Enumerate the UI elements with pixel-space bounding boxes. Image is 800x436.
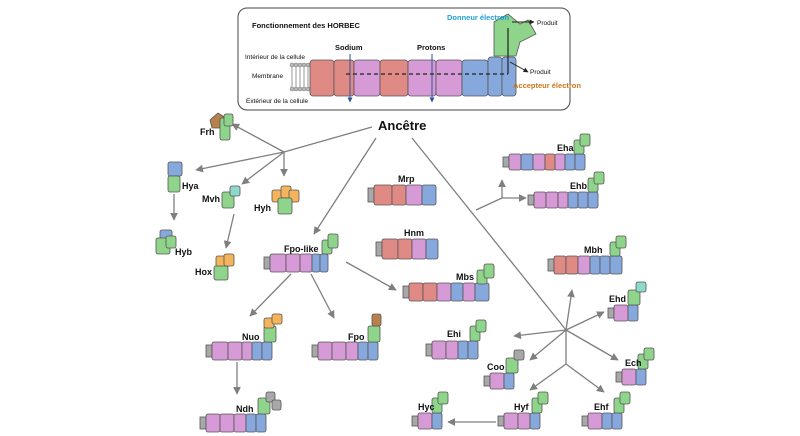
label-hox: Hox [195, 267, 212, 277]
lipid-bilayer-icon [289, 62, 311, 92]
inset-title: Fonctionnement des HORBEC [252, 21, 361, 30]
inset-protons-label: Protons [417, 43, 445, 52]
label-hyc: Hyc [418, 402, 435, 412]
complex-ehd: Ehd [607, 281, 647, 322]
inset-outside-label: Extérieur de la cellule [246, 98, 309, 105]
label-ehb: Ehb [570, 181, 588, 191]
label-hnm: Hnm [404, 228, 424, 238]
label-ehi: Ehi [447, 329, 461, 339]
label-hyb: Hyb [175, 247, 193, 257]
complex-hyb: Hyb [155, 229, 193, 257]
complex-hyf: Hyf [497, 391, 549, 430]
label-eha: Eha [557, 143, 575, 153]
complex-hya: Hya [167, 161, 200, 193]
complex-fpolike: Fpo-like [263, 233, 339, 273]
inset-sodium-label: Sodium [335, 43, 363, 52]
label-ech: Ech [625, 358, 642, 368]
complex-eha: Eha [502, 133, 591, 171]
complex-mbs: Mbs [402, 263, 495, 302]
inset-membrane-complex [309, 13, 537, 97]
donor-label: Donneur électron [447, 13, 510, 22]
label-hyf: Hyf [514, 402, 530, 412]
product-top-label: Produit [537, 20, 558, 27]
label-ehf: Ehf [594, 402, 610, 412]
acceptor-label: Accepteur électron [513, 81, 581, 90]
label-coo: Coo [487, 362, 505, 372]
inset-inside-label: Intérieur de la cellule [245, 54, 305, 61]
complex-hnm: Hnm [375, 228, 439, 260]
inset-membrane-label: Membrane [252, 73, 283, 80]
label-hya: Hya [182, 181, 200, 191]
complex-ehi: Ehi [425, 319, 487, 360]
label-ndh: Ndh [236, 404, 254, 414]
complex-fpo: Fpo [311, 313, 382, 361]
label-frh: Frh [200, 127, 215, 137]
complex-hox: Hox [195, 253, 235, 281]
complex-nuo: Nuo [205, 313, 283, 361]
complex-hyc: Hyc [411, 391, 449, 430]
complex-ech: Ech [615, 347, 655, 386]
label-fpolike: Fpo-like [284, 244, 319, 254]
complex-frh: Frh [200, 112, 234, 141]
label-ehd: Ehd [609, 294, 626, 304]
complex-coo: Coo [483, 349, 525, 390]
label-mvh: Mvh [202, 194, 220, 204]
complex-hyh: Hyh [254, 185, 300, 215]
tree-branches [170, 123, 619, 426]
label-nuo: Nuo [242, 332, 260, 342]
label-hyh: Hyh [254, 203, 271, 213]
label-mbh: Mbh [584, 245, 603, 255]
complex-mbh: Mbh [547, 235, 627, 275]
label-mrp: Mrp [398, 174, 415, 184]
complex-ehb: Ehb [527, 171, 605, 209]
complex-ndh: Ndh [199, 391, 282, 433]
label-fpo: Fpo [348, 332, 365, 342]
inset-panel: Fonctionnement des HORBEC Intérieur de l… [237, 7, 581, 111]
label-mbs: Mbs [456, 272, 474, 282]
product-mid-label: Produit [530, 69, 551, 76]
complex-ehf: Ehf [581, 391, 631, 430]
complex-mrp: Mrp [367, 174, 437, 206]
root-label: Ancêtre [378, 118, 426, 133]
complex-mvh: Mvh [202, 185, 241, 209]
product-mid-arrow [509, 61, 529, 73]
